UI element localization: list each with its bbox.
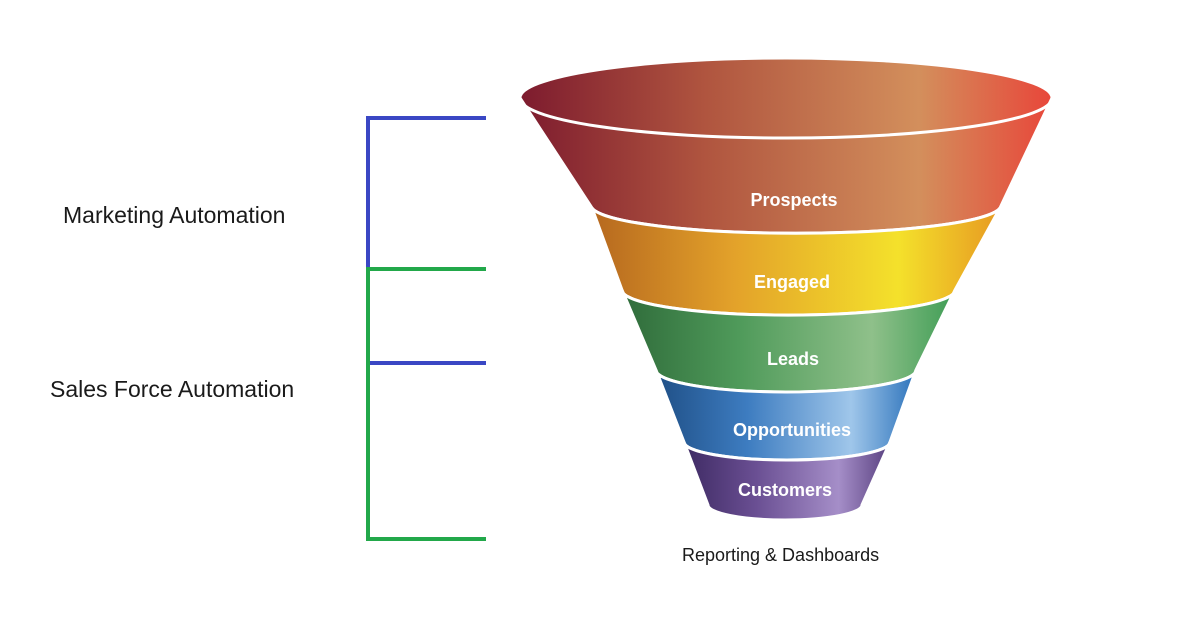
funnel-stage-customers	[682, 441, 892, 522]
bracket-lines	[366, 116, 486, 541]
stage-label-prospects: Prospects	[750, 190, 837, 210]
stage-label-opportunities: Opportunities	[733, 420, 851, 440]
stage-label-engaged: Engaged	[754, 272, 830, 292]
stage-label-leads: Leads	[767, 349, 819, 369]
stage-label-customers: Customers	[738, 480, 832, 500]
sales-force-automation-label: Sales Force Automation	[50, 376, 295, 402]
marketing-automation-label: Marketing Automation	[63, 202, 286, 228]
funnel-top-rim	[518, 97, 1054, 140]
funnel: Prospects Engaged Leads Opportunities Cu…	[518, 56, 1054, 522]
reporting-dashboards-label: Reporting & Dashboards	[682, 545, 880, 565]
